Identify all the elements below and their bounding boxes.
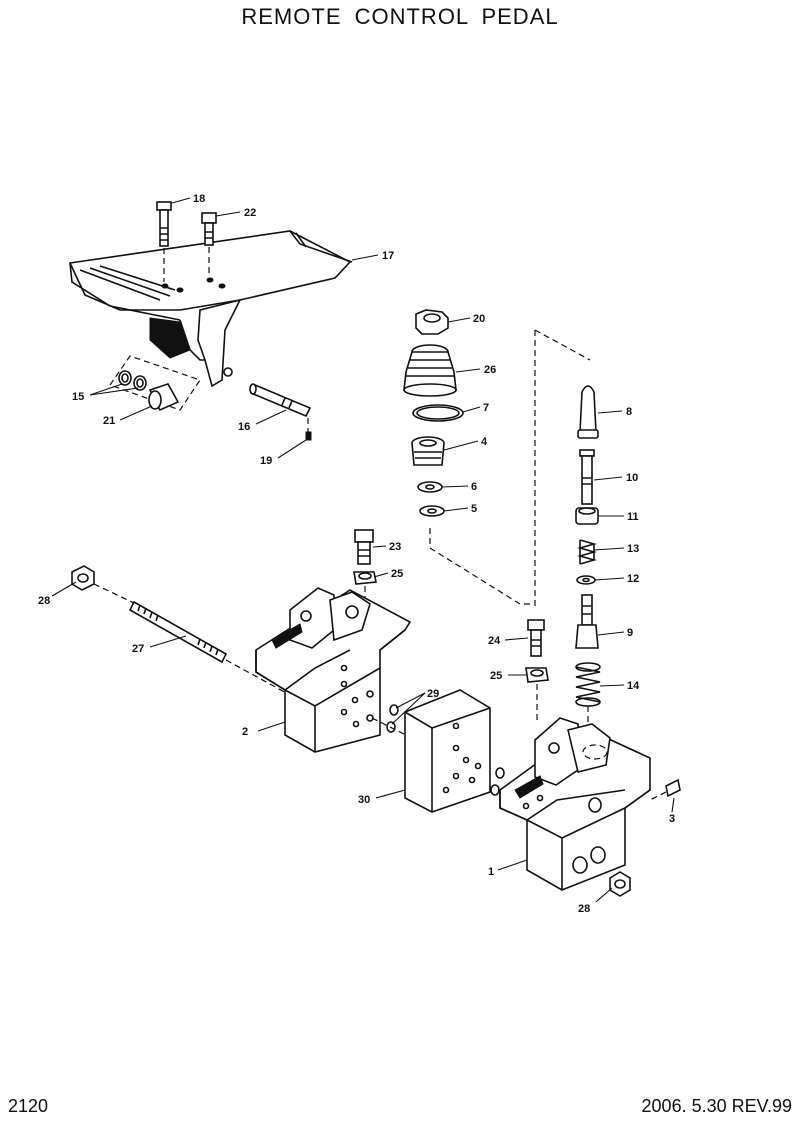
callout-18: 18 [193, 193, 205, 205]
callout-5: 5 [471, 503, 477, 515]
leader-lines [51, 197, 675, 903]
plunger-10 [579, 449, 595, 505]
pedal-body [68, 230, 353, 388]
nut-28-bottom [609, 871, 631, 897]
callout-26: 26 [484, 364, 496, 376]
bolt-18 [156, 201, 172, 282]
washer-6 [417, 481, 443, 493]
callout-22: 22 [244, 207, 256, 219]
callout-12: 12 [627, 573, 639, 585]
callout-11: 11 [627, 511, 639, 523]
callout-17: 17 [382, 250, 394, 262]
callout-25-lower: 25 [490, 670, 502, 682]
tie-rod-27 [128, 600, 228, 664]
callout-23: 23 [389, 541, 401, 553]
callout-21: 21 [103, 415, 115, 427]
callout-29: 29 [427, 688, 439, 700]
callout-8: 8 [626, 406, 632, 418]
revision-date: 2006. 5.30 REV.99 [641, 1096, 792, 1116]
callout-6: 6 [471, 481, 477, 493]
callout-15: 15 [72, 391, 84, 403]
callout-3: 3 [669, 813, 675, 825]
page-number: 2120 [8, 1096, 49, 1116]
nut-20 [415, 309, 449, 335]
callout-13: 13 [627, 543, 639, 555]
bolt-3 [649, 778, 681, 801]
plug-4 [411, 436, 445, 466]
spring-13 [577, 539, 597, 565]
callout-14: 14 [627, 680, 640, 692]
pin-16 [249, 383, 312, 418]
callout-28-bottom: 28 [578, 903, 590, 915]
block-1 [499, 717, 651, 891]
callout-20: 20 [473, 313, 485, 325]
callout-7: 7 [483, 402, 489, 414]
callout-28-left: 28 [38, 595, 50, 607]
pin-19 [305, 418, 312, 441]
callout-30: 30 [358, 794, 370, 806]
page-title: REMOTE CONTROL PEDAL [241, 4, 559, 29]
callout-25-upper: 25 [391, 568, 403, 580]
bolt-22 [201, 212, 217, 276]
callout-10: 10 [626, 472, 638, 484]
callout-19: 19 [260, 455, 272, 467]
callout-1: 1 [488, 866, 494, 878]
callout-16: 16 [238, 421, 250, 433]
callout-9: 9 [627, 627, 633, 639]
o-rings-29-lower [490, 767, 505, 796]
washer-12 [576, 575, 596, 585]
block-2 [255, 587, 412, 753]
bolt-23 [354, 529, 374, 565]
nut-28-left [71, 565, 95, 591]
callout-27: 27 [132, 643, 144, 655]
washer-5 [419, 505, 445, 517]
callout-4: 4 [481, 436, 488, 448]
rod-8 [577, 385, 599, 439]
spool-9 [575, 594, 599, 649]
o-ring-7 [412, 404, 464, 422]
bolt-24 [527, 619, 545, 657]
callout-2: 2 [242, 726, 248, 738]
block-30 [404, 689, 491, 813]
callout-24: 24 [488, 635, 501, 647]
boot-26 [403, 344, 457, 397]
seal-11 [575, 507, 599, 525]
spring-14 [575, 662, 601, 707]
nut-25-lower [525, 667, 549, 720]
bushings-15-21 [109, 355, 201, 412]
